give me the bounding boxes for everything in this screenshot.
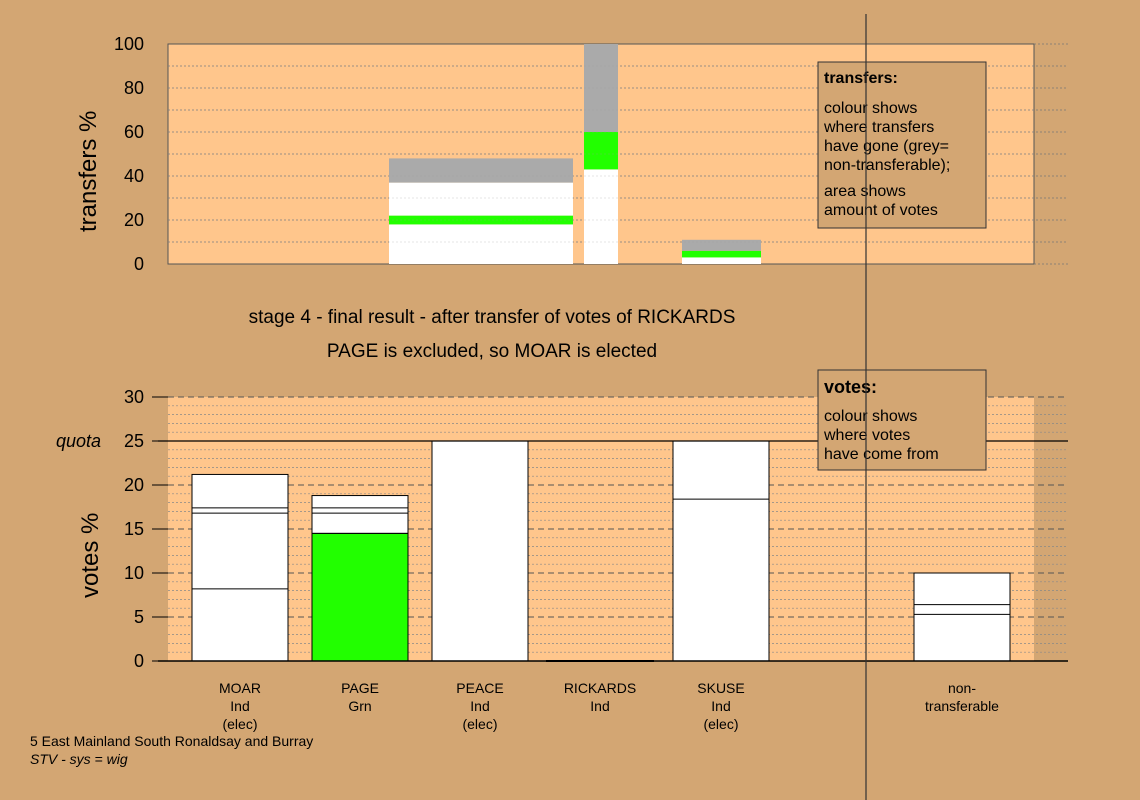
candidate-label: Ind xyxy=(230,698,249,714)
votes-y-tick-label: 10 xyxy=(124,563,144,583)
transfers-legend: transfers: colour shows where transfers … xyxy=(817,61,987,229)
transfer-segment-grey xyxy=(389,158,573,183)
constituency-label: 5 East Mainland South Ronaldsay and Burr… xyxy=(30,733,313,749)
candidate-label: Ind xyxy=(590,698,609,714)
transfer-segment-white xyxy=(389,224,573,264)
votes-y-axis-label: votes % xyxy=(77,513,104,598)
votes-legend-heading: votes: xyxy=(824,377,877,397)
votes-y-tick-label: 5 xyxy=(134,607,144,627)
transfers-legend-line: colour shows xyxy=(824,100,917,117)
votes-legend: votes: colour shows where votes have com… xyxy=(817,369,987,471)
votes-legend-line: where votes xyxy=(823,427,910,444)
transfers-legend-line: have gone (grey= xyxy=(824,138,949,155)
transfers-legend-line: area shows xyxy=(824,183,906,200)
candidate-label: PAGE xyxy=(341,680,379,696)
transfer-segment-green xyxy=(682,250,761,258)
candidate-label: SKUSE xyxy=(697,680,744,696)
candidate-label: (elec) xyxy=(462,716,497,732)
votes-y-tick-label: 25 xyxy=(124,431,144,451)
transfers-y-tick-label: 60 xyxy=(124,122,144,142)
transfers-y-tick-label: 100 xyxy=(114,34,144,54)
transfers-legend-line: amount of votes xyxy=(824,202,938,219)
transfers-y-tick-label: 20 xyxy=(124,210,144,230)
candidate-label: Grn xyxy=(348,698,371,714)
votes-y-ticks: 0 5 10 15 20 25 30 xyxy=(124,387,168,671)
transfers-legend-line: non-transferable); xyxy=(824,157,950,174)
vote-bar xyxy=(191,473,289,662)
stage-title: stage 4 - final result - after transfer … xyxy=(249,307,736,328)
transfers-y-tick-label: 40 xyxy=(124,166,144,186)
candidate-label: non- xyxy=(948,680,976,696)
vote-bar-base-green xyxy=(311,532,409,662)
transfer-segment-white xyxy=(682,257,761,264)
transfers-legend-line: where transfers xyxy=(823,119,934,136)
transfer-segment-white xyxy=(584,169,618,264)
transfers-y-axis-label: transfers % xyxy=(75,111,102,232)
candidate-label: Ind xyxy=(711,698,730,714)
transfers-bars xyxy=(168,44,1034,264)
candidate-label: (elec) xyxy=(222,716,257,732)
vote-bar xyxy=(431,440,529,662)
votes-y-tick-label: 30 xyxy=(124,387,144,407)
vote-bar xyxy=(913,572,1011,662)
transfer-segment-white xyxy=(389,182,573,216)
candidate-label: RICKARDS xyxy=(564,680,636,696)
transfer-segment-green xyxy=(584,132,618,170)
candidate-label: PEACE xyxy=(456,680,503,696)
candidate-label: Ind xyxy=(470,698,489,714)
system-label: STV - sys = wig xyxy=(30,751,128,767)
stage-subtitle: PAGE is excluded, so MOAR is elected xyxy=(327,341,657,362)
votes-bars xyxy=(191,440,1011,662)
transfers-y-tick-label: 0 xyxy=(134,254,144,274)
votes-y-tick-label: 15 xyxy=(124,519,144,539)
transfers-y-ticks: 0 20 40 60 80 100 xyxy=(114,34,144,274)
votes-legend-line: colour shows xyxy=(824,408,917,425)
votes-legend-line: have come from xyxy=(824,446,939,463)
transfers-y-tick-label: 80 xyxy=(124,78,144,98)
votes-y-tick-label: 0 xyxy=(134,651,144,671)
vote-bar xyxy=(672,440,770,662)
transfers-legend-heading: transfers: xyxy=(824,70,898,87)
votes-y-tick-label: 20 xyxy=(124,475,144,495)
candidate-label: (elec) xyxy=(703,716,738,732)
transfer-segment-grey xyxy=(682,239,761,251)
candidate-label: transferable xyxy=(925,698,999,714)
candidate-labels: MOAR Ind (elec) PAGE Grn PEACE Ind (elec) RICKAR… xyxy=(219,680,999,732)
candidate-label: MOAR xyxy=(219,680,261,696)
quota-label: quota xyxy=(56,431,101,451)
